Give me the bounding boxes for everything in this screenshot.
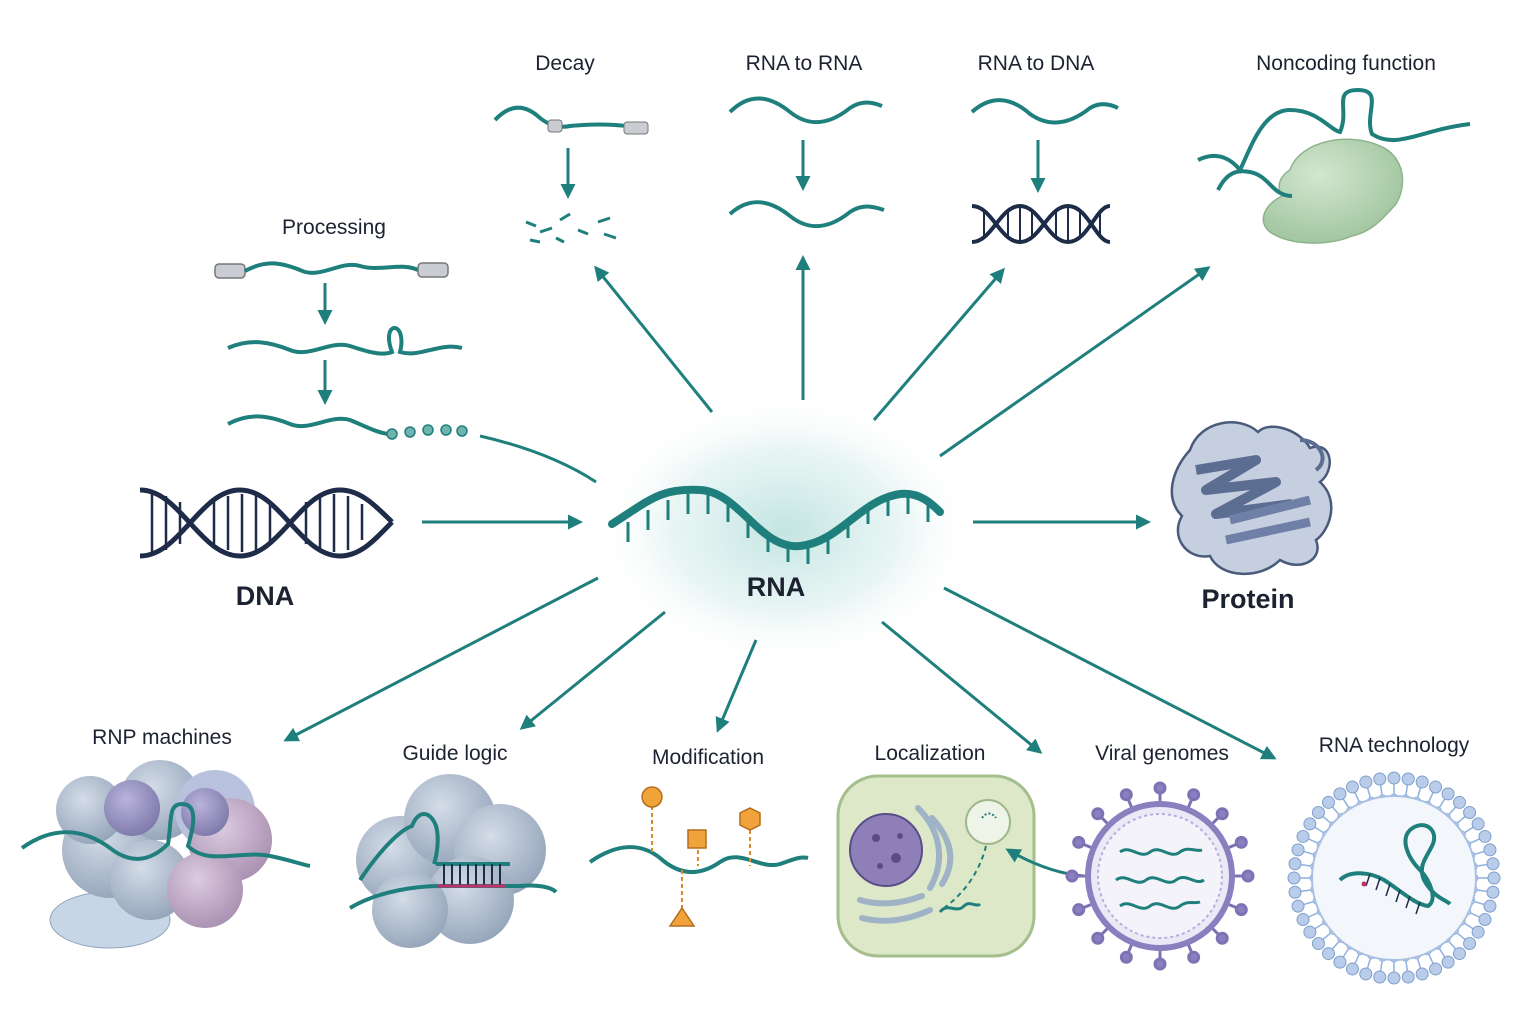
guide-rna-icon [348, 774, 558, 948]
noncoding-label: Noncoding function [1256, 52, 1436, 75]
arrows [283, 255, 1277, 760]
cell-localization-icon [836, 774, 1085, 958]
arrow-rna-modification [715, 639, 758, 733]
arrow-rna-rnp [283, 576, 599, 742]
arrow-rna-rnadna [872, 267, 1005, 421]
decay-label: Decay [535, 52, 595, 75]
dna-helix-icon [139, 487, 394, 559]
rna-copy-icon [728, 96, 885, 229]
viral-label: Viral genomes [1095, 742, 1229, 765]
rna-processing-icon [214, 261, 468, 440]
technology-label: RNA technology [1319, 734, 1470, 757]
reverse-transcription-icon [970, 98, 1119, 245]
dna-label: DNA [236, 581, 295, 611]
arrow-rna-noncoding [939, 266, 1211, 458]
rna-glow [595, 395, 975, 665]
arrow-rna-guide [519, 610, 666, 730]
arrow-rna-decay [594, 265, 714, 413]
modification-label: Modification [652, 746, 764, 769]
rnp-label: RNP machines [92, 726, 232, 749]
processing-label: Processing [282, 216, 386, 239]
arrow-processing-rna [479, 434, 597, 484]
lipid-nanoparticle-icon [1287, 771, 1501, 985]
localization-label: Localization [875, 742, 986, 765]
center-label: RNA [747, 572, 806, 602]
rna-to-rna-label: RNA to RNA [746, 52, 863, 75]
arrow-rna-localization [881, 620, 1043, 754]
noncoding-rna-icon [1197, 87, 1471, 244]
rna-decay-icon [493, 105, 649, 244]
arrow-rna-technology [943, 586, 1277, 760]
virus-icon [1065, 781, 1255, 971]
rna-modification-icon [588, 786, 809, 927]
rnp-complex-icon [20, 760, 311, 949]
central-rna-icon [608, 485, 944, 564]
rna-to-dna-label: RNA to DNA [978, 52, 1095, 75]
protein-fold-icon [1170, 421, 1333, 575]
guide-label: Guide logic [402, 742, 507, 765]
protein-label: Protein [1201, 584, 1294, 614]
